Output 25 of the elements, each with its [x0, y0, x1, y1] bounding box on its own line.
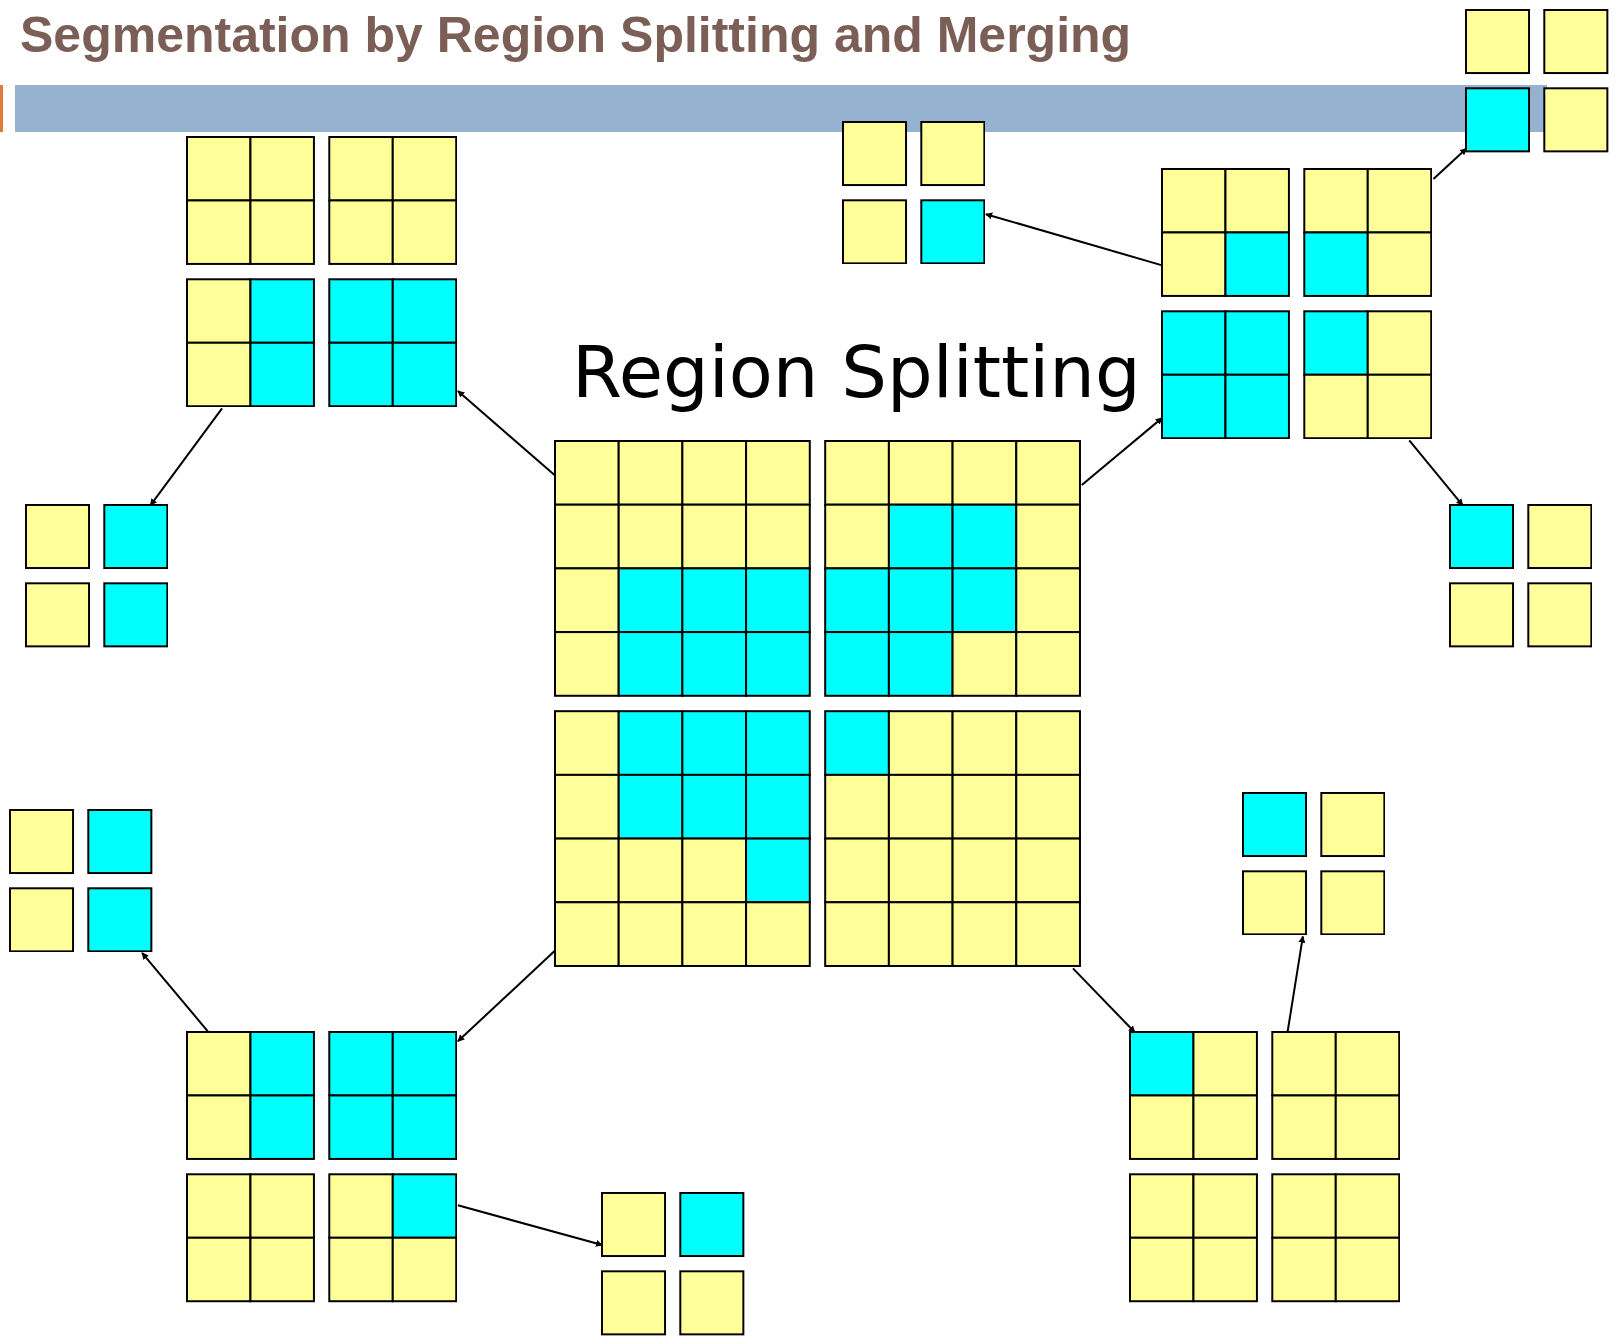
pixel-grid — [10, 809, 154, 953]
pixel-grid — [1162, 169, 1434, 441]
arrow — [1408, 439, 1464, 507]
pixel-grid — [1466, 10, 1610, 154]
arrow — [1432, 147, 1468, 180]
arrow — [456, 1204, 604, 1247]
arrow — [1080, 416, 1164, 486]
arrow — [456, 389, 556, 477]
slide-title: Segmentation by Region Splitting and Merging — [20, 6, 1132, 64]
pixel-grid — [25, 505, 170, 649]
arrow — [1072, 967, 1136, 1034]
pixel-grid — [602, 1193, 746, 1337]
arrow — [456, 949, 556, 1043]
diagram-heading: Region Splitting — [572, 330, 1141, 414]
pixel-grid — [842, 121, 986, 266]
arrow — [141, 951, 210, 1034]
pixel-grid — [554, 441, 1082, 969]
arrow — [1286, 935, 1306, 1034]
pixel-grid — [1242, 793, 1386, 937]
arrow — [984, 212, 1164, 267]
pixel-grid — [186, 1032, 458, 1304]
arrow — [149, 407, 224, 507]
pixel-grid — [186, 137, 458, 409]
pixel-grid — [1449, 505, 1594, 649]
pixel-grid — [1130, 1032, 1402, 1304]
